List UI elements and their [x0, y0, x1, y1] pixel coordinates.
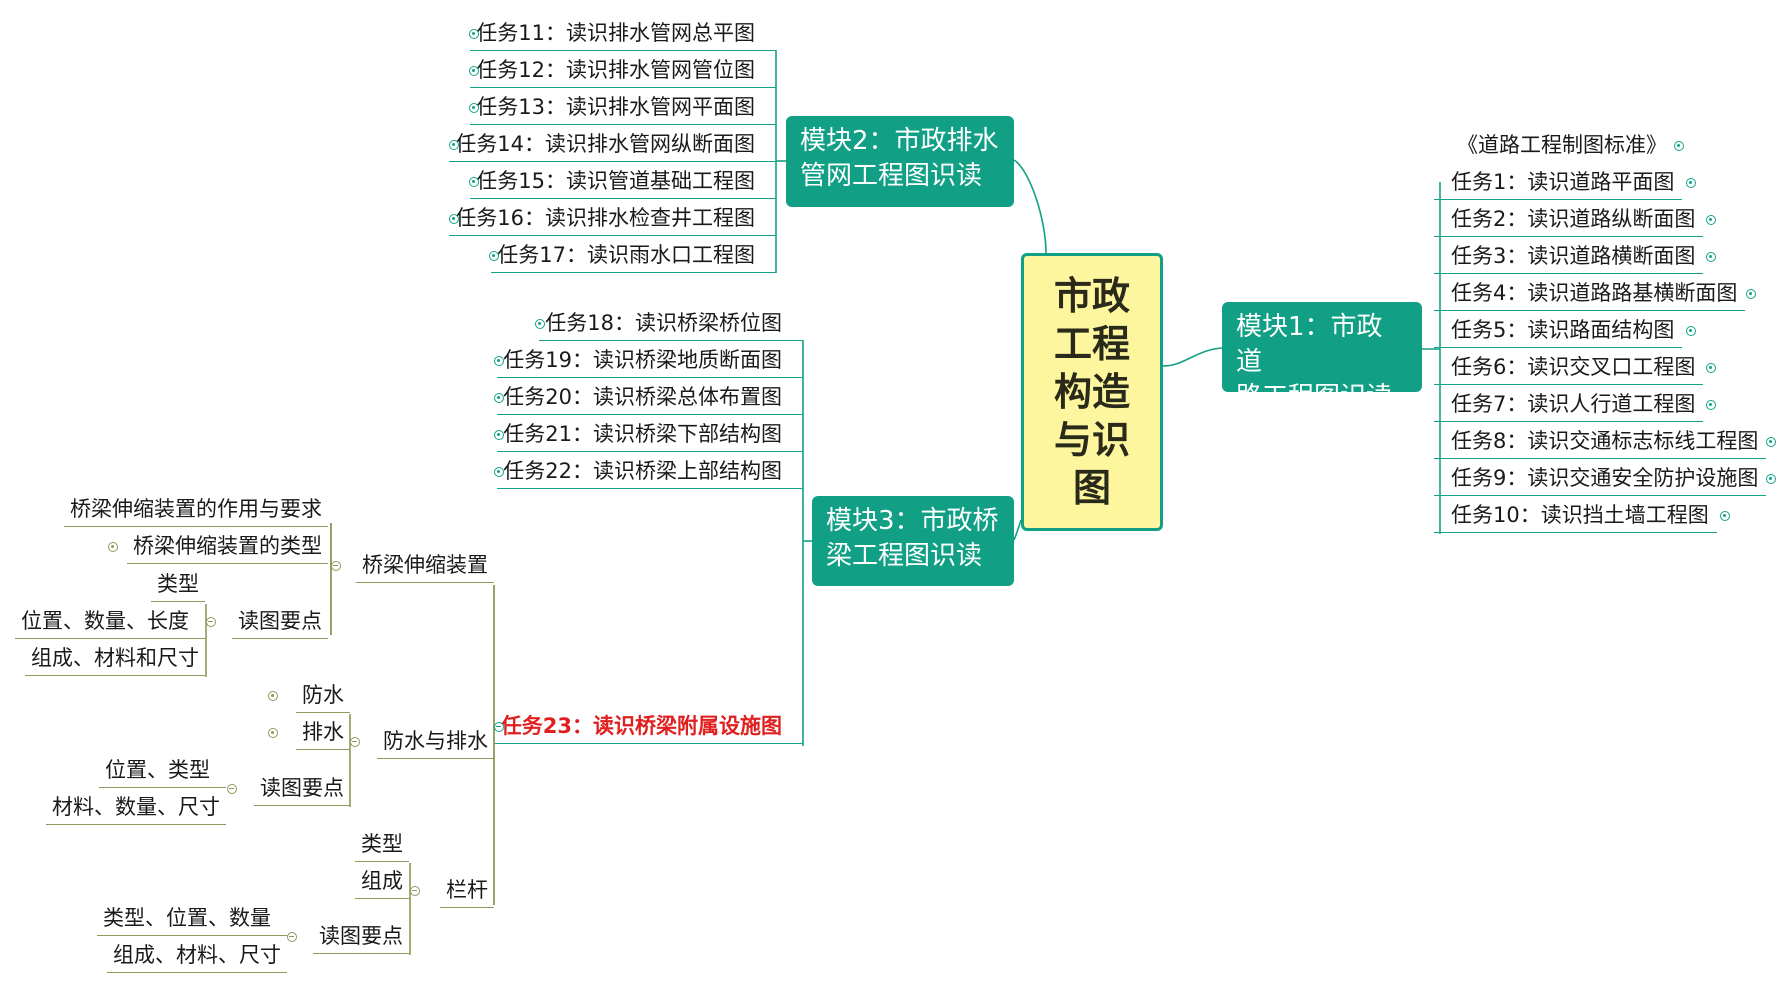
expand-icon[interactable]: [1720, 511, 1730, 521]
expansion-joint-role[interactable]: 桥梁伸缩装置的作用与要求: [64, 499, 328, 527]
module1-item[interactable]: 任务4：读识道路路基横断面图: [1434, 283, 1746, 311]
module1-item[interactable]: 任务5：读识路面结构图: [1434, 320, 1683, 348]
drainage-reading[interactable]: 读图要点: [254, 778, 350, 806]
expansion-joint-reading[interactable]: 读图要点: [232, 611, 328, 639]
expansion-joint-reading-item[interactable]: 类型: [151, 574, 205, 602]
module3-title-line1: 模块3：市政桥: [826, 506, 999, 536]
expand-icon[interactable]: [1686, 178, 1696, 188]
expand-icon[interactable]: [1706, 363, 1716, 373]
module3-item[interactable]: 任务20：读识桥梁总体布置图: [497, 387, 803, 415]
railing-reading[interactable]: 读图要点: [313, 926, 409, 954]
module1-item[interactable]: 任务1：读识道路平面图: [1434, 172, 1683, 200]
module3-item[interactable]: 任务22：读识桥梁上部结构图: [497, 461, 803, 489]
module3-box[interactable]: 模块3：市政桥 梁工程图识读: [812, 496, 1014, 586]
task23-topic[interactable]: 任务23：读识桥梁附属设施图: [494, 716, 803, 744]
drainage-waterproof[interactable]: 防水: [296, 685, 350, 713]
module1-item[interactable]: 任务2：读识道路纵断面图: [1434, 209, 1704, 237]
drainage-topic[interactable]: 防水与排水: [377, 731, 494, 759]
railing-composition[interactable]: 组成: [355, 871, 409, 899]
module1-item[interactable]: 任务9：读识交通安全防护设施图: [1434, 468, 1767, 496]
module2-item[interactable]: 任务16：读识排水检查井工程图: [449, 208, 776, 236]
expand-icon[interactable]: [449, 214, 459, 224]
module3-item[interactable]: 任务19：读识桥梁地质断面图: [497, 350, 803, 378]
expand-icon[interactable]: [1706, 215, 1716, 225]
module1-item[interactable]: 《道路工程制图标准》: [1457, 133, 1667, 157]
module2-item[interactable]: 任务13：读识排水管网平面图: [470, 97, 776, 125]
expand-icon[interactable]: [1766, 437, 1776, 447]
expand-icon[interactable]: [494, 430, 504, 440]
module1-item[interactable]: 任务3：读识道路横断面图: [1434, 246, 1704, 274]
module2-item[interactable]: 任务12：读识排水管网管位图: [470, 60, 776, 88]
railing-topic[interactable]: 栏杆: [440, 880, 494, 908]
central-to-module2: [1013, 159, 1047, 254]
central-to-module1: [1162, 347, 1223, 367]
drainage-reading-item[interactable]: 材料、数量、尺寸: [46, 797, 226, 825]
collapse-icon[interactable]: [350, 737, 360, 747]
expand-icon[interactable]: [469, 66, 479, 76]
module1-item[interactable]: 任务8：读识交通标志标线工程图: [1434, 431, 1767, 459]
module3-item[interactable]: 任务21：读识桥梁下部结构图: [497, 424, 803, 452]
central-topic-title: 市政工程构造与识图: [1053, 274, 1130, 510]
expand-icon[interactable]: [469, 103, 479, 113]
expand-icon[interactable]: [268, 728, 278, 738]
expansion-joint-topic[interactable]: 桥梁伸缩装置: [356, 555, 494, 583]
expand-icon[interactable]: [268, 691, 278, 701]
expand-icon[interactable]: [469, 177, 479, 187]
railing-reading-item[interactable]: 组成、材料、尺寸: [107, 945, 287, 973]
expansion-joint-types[interactable]: 桥梁伸缩装置的类型: [127, 536, 328, 564]
expand-icon[interactable]: [489, 251, 499, 261]
module1-item[interactable]: 任务6：读识交叉口工程图: [1434, 357, 1704, 385]
central-topic[interactable]: 市政工程构造与识图: [1021, 253, 1163, 531]
module1-title-line1: 模块1：市政道: [1236, 312, 1383, 377]
drainage-drain[interactable]: 排水: [296, 722, 350, 750]
module3-title-line2: 梁工程图识读: [826, 541, 983, 571]
expand-icon[interactable]: [1686, 326, 1696, 336]
drainage-reading-item[interactable]: 位置、类型: [99, 760, 226, 788]
expand-icon[interactable]: [494, 356, 504, 366]
module1-title-line2: 路工程图识读: [1236, 382, 1393, 412]
expansion-joint-reading-item[interactable]: 位置、数量、长度: [15, 611, 205, 639]
expand-icon[interactable]: [1674, 141, 1684, 151]
module1-item[interactable]: 任务10：读识挡土墙工程图: [1434, 505, 1717, 533]
module1-box[interactable]: 模块1：市政道 路工程图识读: [1222, 302, 1422, 412]
module3-item[interactable]: 任务18：读识桥梁桥位图: [539, 313, 803, 341]
central-to-module3: [1013, 519, 1022, 541]
expand-icon[interactable]: [449, 140, 459, 150]
collapse-icon[interactable]: [227, 784, 237, 794]
expand-icon[interactable]: [1706, 252, 1716, 262]
expansion-joint-reading-item[interactable]: 组成、材料和尺寸: [25, 648, 205, 676]
module2-title-line2: 管网工程图识读: [800, 161, 983, 191]
module2-item[interactable]: 任务17：读识雨水口工程图: [491, 245, 776, 273]
expand-icon[interactable]: [494, 393, 504, 403]
module2-title-line1: 模块2：市政排水: [800, 126, 999, 156]
collapse-icon[interactable]: [331, 561, 341, 571]
expand-icon[interactable]: [1746, 289, 1756, 299]
railing-reading-item[interactable]: 类型、位置、数量: [97, 908, 287, 936]
module2-item[interactable]: 任务15：读识管道基础工程图: [470, 171, 776, 199]
collapse-icon[interactable]: [410, 886, 420, 896]
collapse-icon[interactable]: [206, 617, 216, 627]
collapse-icon[interactable]: [287, 932, 297, 942]
expand-icon[interactable]: [1766, 474, 1776, 484]
expand-icon[interactable]: [108, 542, 118, 552]
collapse-icon[interactable]: [494, 722, 504, 732]
expand-icon[interactable]: [1706, 400, 1716, 410]
module2-item[interactable]: 任务14：读识排水管网纵断面图: [449, 134, 776, 162]
expand-icon[interactable]: [535, 319, 545, 329]
module1-item[interactable]: 任务7：读识人行道工程图: [1434, 394, 1704, 422]
module2-box[interactable]: 模块2：市政排水 管网工程图识读: [786, 116, 1014, 207]
railing-type[interactable]: 类型: [355, 834, 409, 862]
expand-icon[interactable]: [494, 467, 504, 477]
module2-item[interactable]: 任务11：读识排水管网总平图: [470, 23, 776, 51]
expand-icon[interactable]: [469, 29, 479, 39]
